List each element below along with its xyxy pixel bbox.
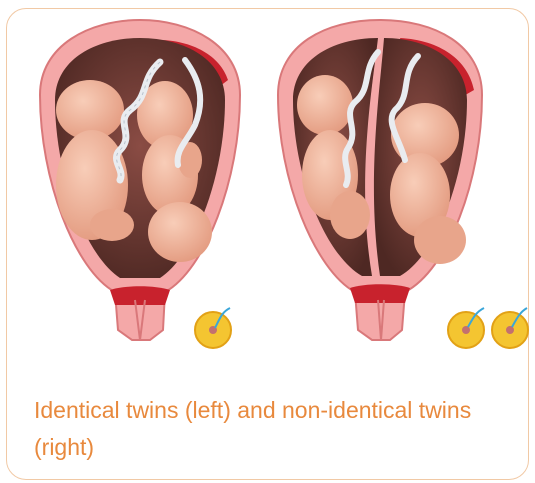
egg-icon (492, 308, 528, 348)
figure-caption: Identical twins (left) and non-identical… (34, 392, 504, 466)
egg-icon (195, 308, 231, 348)
identical-twins-uterus (40, 20, 240, 340)
egg-icon (448, 308, 484, 348)
non-identical-twins-uterus (278, 20, 482, 340)
